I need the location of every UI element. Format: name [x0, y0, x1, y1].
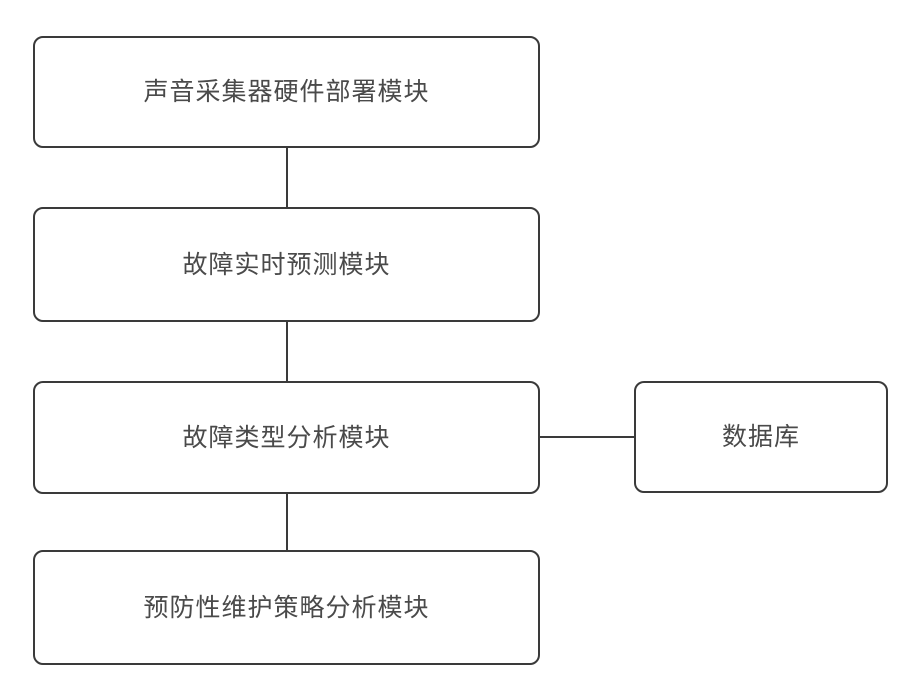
node-audio-collector-hardware-module[interactable]: 声音采集器硬件部署模块 [33, 36, 540, 148]
node-label: 预防性维护策略分析模块 [143, 592, 430, 622]
connector-fault-type-to-maintenance [286, 493, 288, 551]
node-database[interactable]: 数据库 [634, 381, 888, 493]
node-label: 故障类型分析模块 [182, 422, 391, 452]
connector-fault-predict-to-fault-type [286, 321, 288, 382]
node-label: 故障实时预测模块 [182, 249, 391, 279]
connector-audio-hw-to-fault-predict [286, 147, 288, 208]
node-realtime-fault-prediction-module[interactable]: 故障实时预测模块 [33, 207, 540, 322]
node-fault-type-analysis-module[interactable]: 故障类型分析模块 [33, 381, 540, 494]
node-label: 声音采集器硬件部署模块 [143, 77, 430, 106]
node-label: 数据库 [721, 422, 800, 451]
connector-fault-type-to-database [539, 436, 635, 438]
node-preventive-maintenance-strategy-module[interactable]: 预防性维护策略分析模块 [33, 550, 540, 665]
